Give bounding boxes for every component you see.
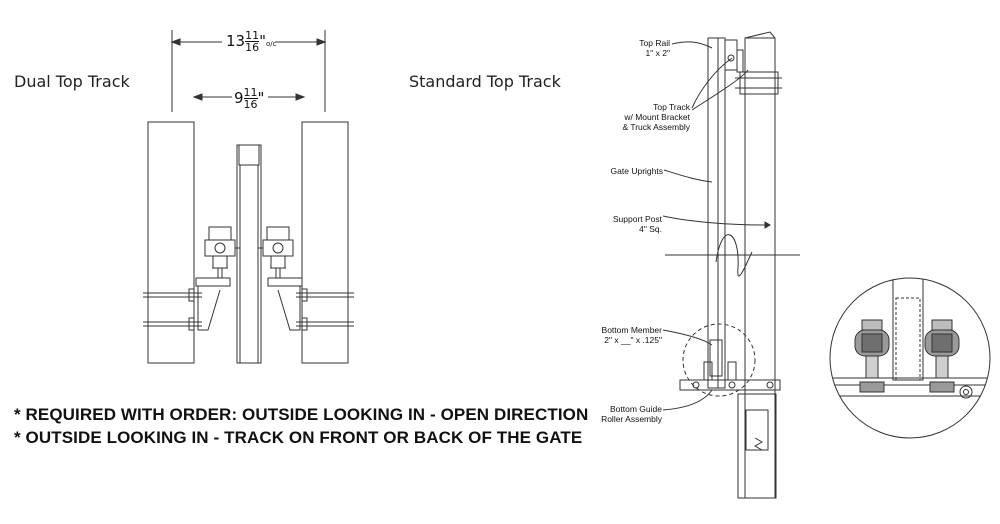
bottom-member <box>709 339 723 377</box>
break-line <box>715 234 753 277</box>
label-top-track: Top Track w/ Mount Bracket & Truck Assem… <box>622 102 690 132</box>
left-truck-assembly <box>195 226 240 331</box>
dual-top-track-title: Dual Top Track <box>14 72 130 91</box>
label-bottom-guide: Bottom Guide Roller Assembly <box>601 404 662 424</box>
lower-post <box>737 393 777 499</box>
callout-leaders <box>662 41 771 411</box>
bottom-guide-roller <box>679 361 781 391</box>
detail-roller-left <box>854 319 890 393</box>
order-note-open-direction: * REQUIRED WITH ORDER: OUTSIDE LOOKING I… <box>14 405 589 424</box>
label-support-post: Support Post 4" Sq. <box>612 214 662 234</box>
label-bottom-member: Bottom Member 2" x __" x .125" <box>601 325 662 345</box>
label-gate-uprights: Gate Uprights <box>610 166 663 176</box>
top-track-hardware <box>724 39 744 73</box>
standard-top-track-title: Standard Top Track <box>409 72 561 91</box>
support-post <box>735 31 782 499</box>
through-bolts <box>143 288 354 331</box>
gate-uprights <box>707 37 726 389</box>
center-upright <box>236 144 262 364</box>
detail-roller-right <box>924 319 960 393</box>
detail-callout-circle <box>682 323 756 397</box>
order-note-track-side: * OUTSIDE LOOKING IN - TRACK ON FRONT OR… <box>14 428 583 447</box>
label-top-rail: Top Rail 1" x 2" <box>639 38 670 58</box>
right-truck-assembly <box>258 226 303 331</box>
right-post <box>301 121 349 364</box>
left-post <box>147 121 195 364</box>
